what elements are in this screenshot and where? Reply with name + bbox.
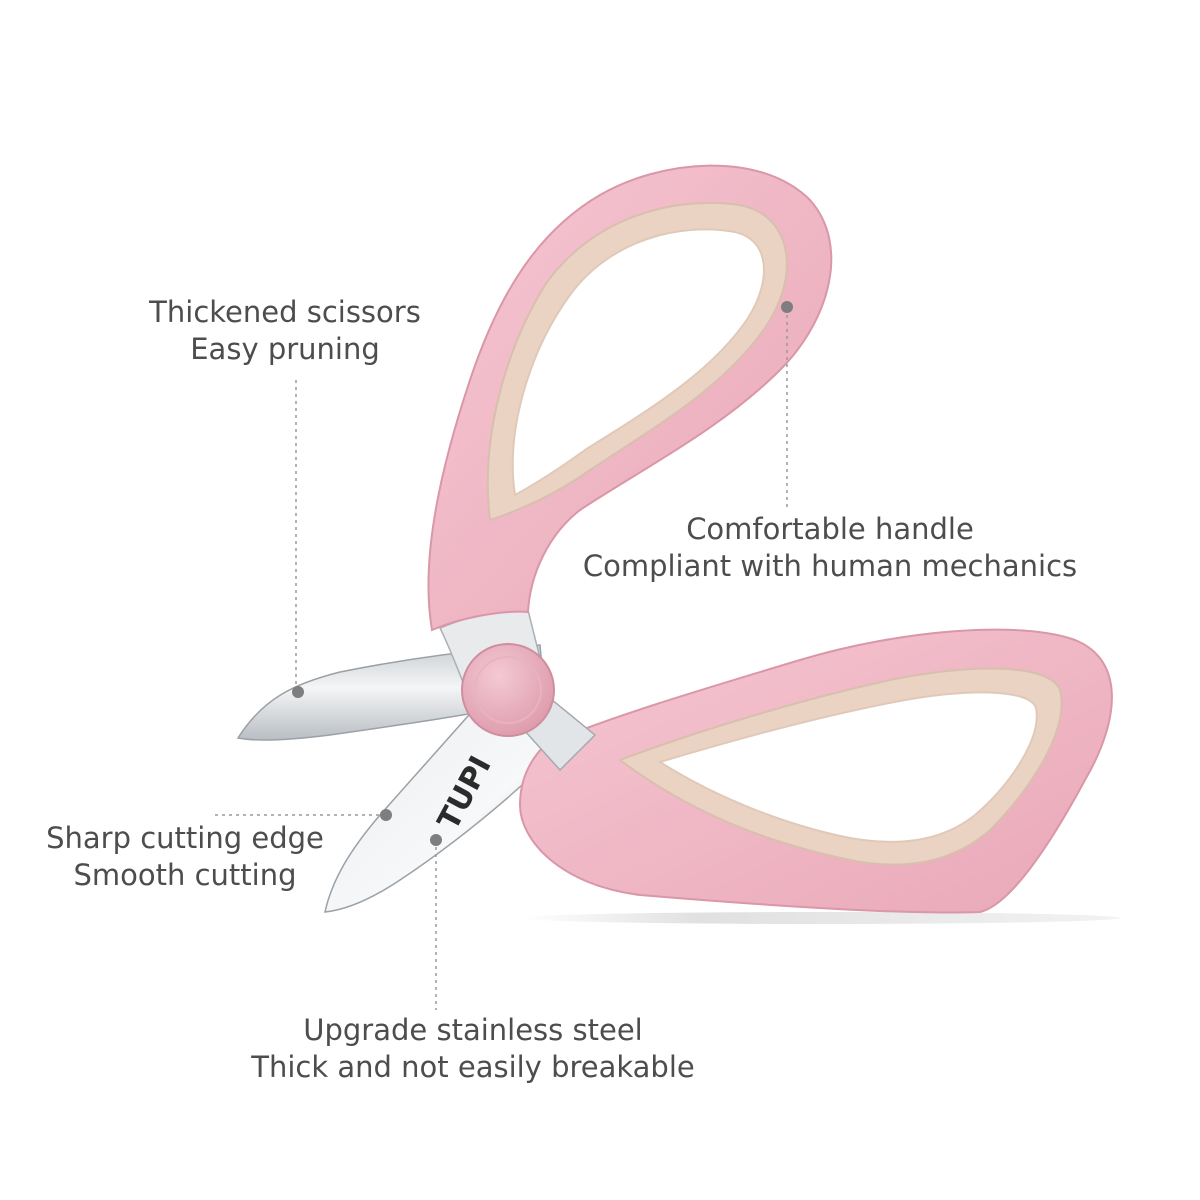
leader-dot-steel <box>430 834 442 846</box>
callout-thickened-scissors: Thickened scissors Easy pruning <box>130 294 440 368</box>
callout-comfortable-handle: Comfortable handle Compliant with human … <box>570 511 1090 585</box>
leader-dot-edge <box>380 809 392 821</box>
leader-lines <box>215 308 788 1010</box>
upper-handle-hole <box>511 228 765 497</box>
callout-handle-line1: Comfortable handle <box>686 512 974 546</box>
callout-edge-line1: Sharp cutting edge <box>46 821 324 855</box>
callout-handle-line2: Compliant with human mechanics <box>582 549 1078 583</box>
callout-edge-line2: Smooth cutting <box>73 858 297 892</box>
callout-sharp-edge: Sharp cutting edge Smooth cutting <box>30 820 340 894</box>
ground-shadow <box>520 912 1120 924</box>
callout-steel-line2: Thick and not easily breakable <box>251 1050 695 1084</box>
pivot-screw-ring <box>474 656 542 724</box>
leader-dot-thickened <box>292 686 304 698</box>
callout-steel-line1: Upgrade stainless steel <box>303 1013 643 1047</box>
leader-dots <box>292 301 793 846</box>
leader-dot-handle <box>781 301 793 313</box>
callout-stainless-steel: Upgrade stainless steel Thick and not ea… <box>230 1012 716 1086</box>
callout-thickened-line2: Easy pruning <box>190 332 380 366</box>
callout-thickened-line1: Thickened scissors <box>149 295 421 329</box>
lower-handle-hole <box>657 691 1038 843</box>
lower-blade <box>324 678 577 913</box>
